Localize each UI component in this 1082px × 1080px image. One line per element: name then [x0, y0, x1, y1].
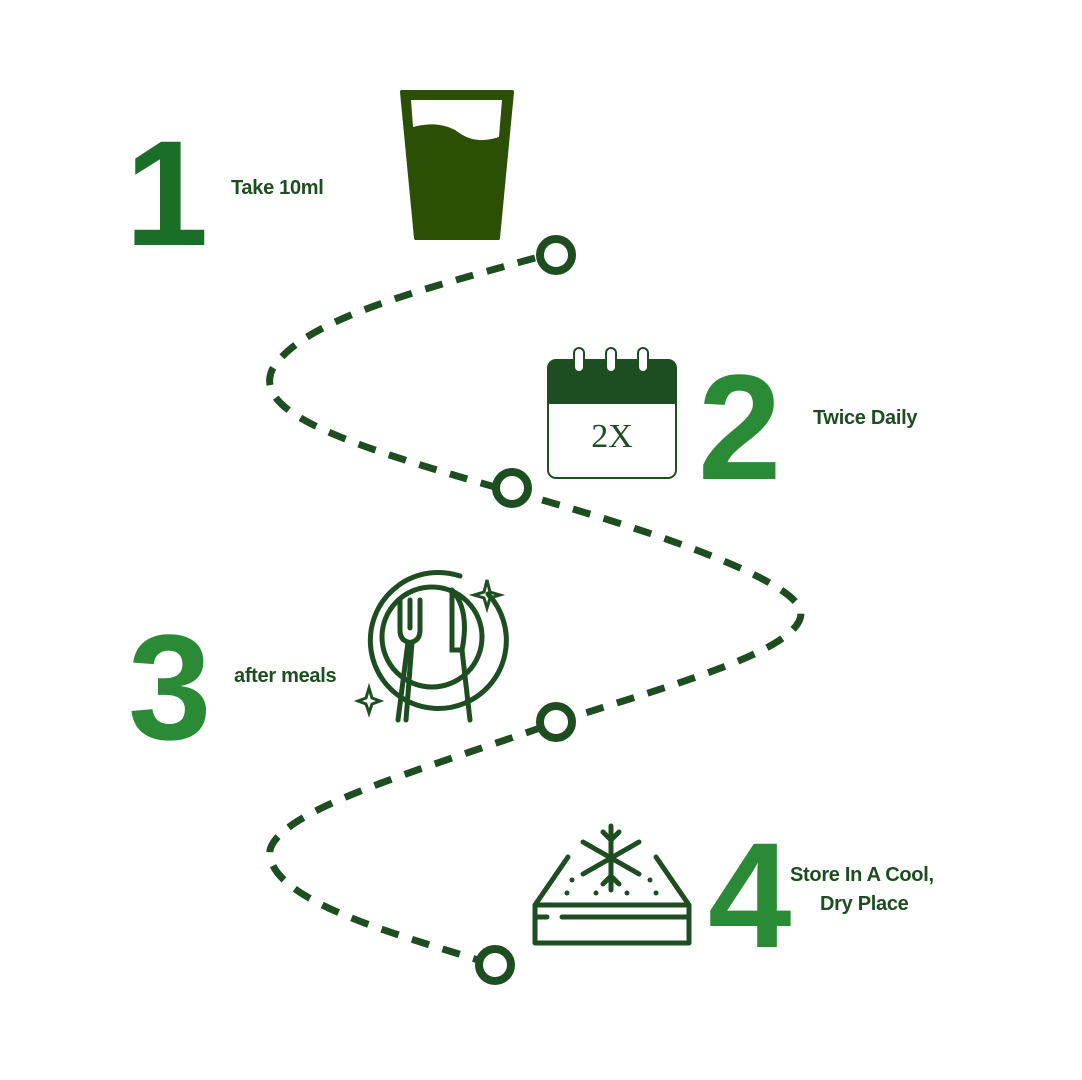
step-3-label: after meals: [234, 665, 337, 687]
step-4-label-line1: Store In A Cool,: [790, 864, 934, 886]
waypoint-3: [536, 702, 576, 742]
cool-storage-icon: [532, 823, 692, 946]
calendar-icon: [547, 347, 677, 479]
step-1-label: Take 10ml: [231, 177, 324, 199]
waypoint-2: [492, 468, 532, 508]
calendar-text: 2X: [591, 418, 633, 455]
step-4-label-line2: Dry Place: [820, 893, 909, 915]
waypoint-4: [475, 945, 515, 985]
dashed-route: [266, 254, 805, 964]
step-4-number: 4: [708, 811, 792, 979]
step-2-number: 2: [698, 343, 782, 511]
step-1-number: 1: [125, 109, 209, 277]
plate-cutlery-icon: [353, 569, 509, 723]
waypoint-1: [536, 235, 576, 275]
step-2-label: Twice Daily: [813, 407, 918, 429]
glass-icon: [400, 90, 514, 240]
step-3-number: 3: [128, 603, 212, 771]
